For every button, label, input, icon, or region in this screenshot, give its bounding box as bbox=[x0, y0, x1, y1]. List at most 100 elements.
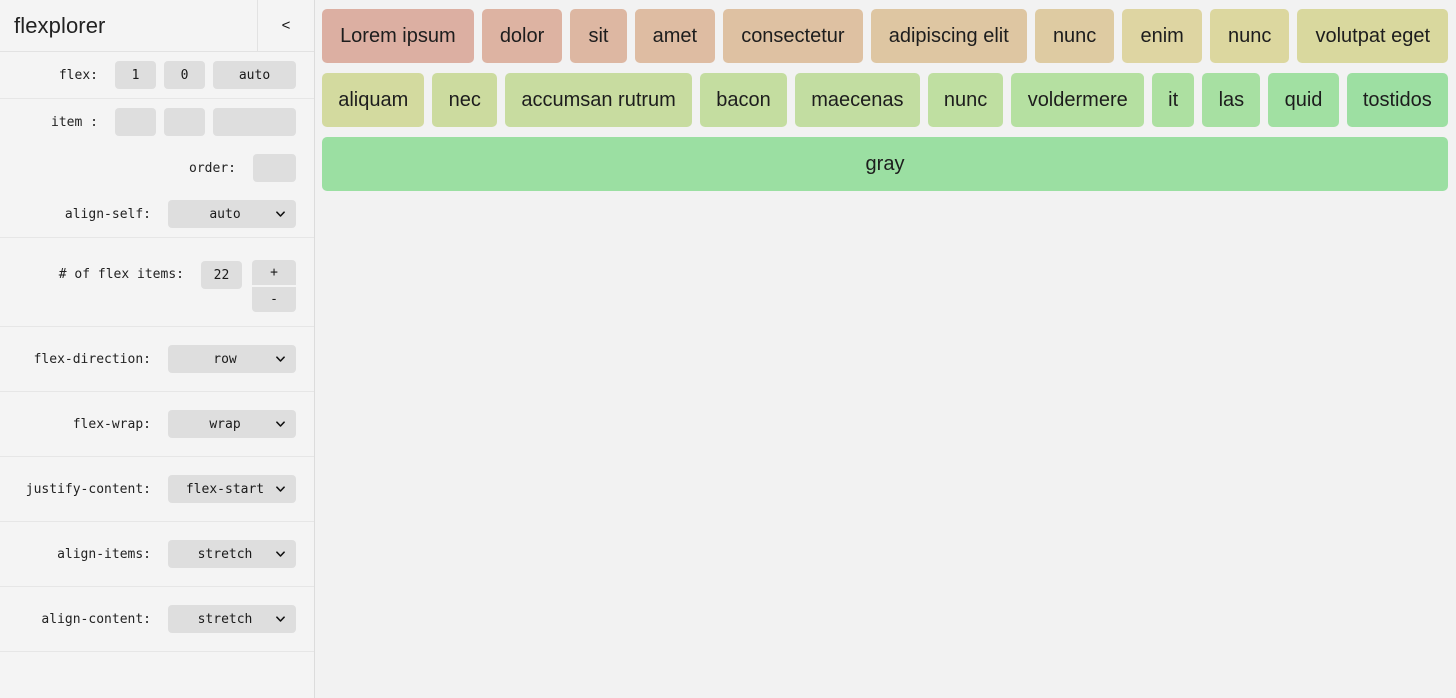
align-self-row: align-self: auto bbox=[0, 191, 314, 237]
flex-item[interactable]: maecenas bbox=[794, 73, 920, 127]
chevron-down-icon bbox=[276, 210, 285, 219]
flex-item-count-group: # of flex items: + - bbox=[0, 238, 314, 327]
flex-grow-input[interactable] bbox=[115, 61, 156, 89]
align-items-label: align-items: bbox=[57, 546, 151, 562]
flex-direction-select[interactable]: row bbox=[168, 345, 296, 373]
flex-item[interactable]: nec bbox=[432, 73, 498, 127]
flex-item[interactable]: adipiscing elit bbox=[870, 9, 1027, 63]
flex-item-label: adipiscing elit bbox=[888, 24, 1009, 47]
flex-item[interactable]: las bbox=[1202, 73, 1261, 127]
align-items-value: stretch bbox=[197, 546, 253, 562]
item-basis-input[interactable] bbox=[213, 108, 296, 136]
flex-item-count-row: # of flex items: + - bbox=[0, 238, 314, 326]
flex-item-label: quid bbox=[1284, 88, 1323, 111]
align-self-select[interactable]: auto bbox=[168, 200, 296, 228]
justify-content-select[interactable]: flex-start bbox=[168, 475, 296, 503]
chevron-down-icon bbox=[276, 485, 285, 494]
item-properties-group: item : order: align-self: auto bbox=[0, 99, 314, 238]
flex-item-label: nunc bbox=[1227, 24, 1272, 47]
flex-wrap-group: flex-wrap: wrap bbox=[0, 392, 314, 457]
flex-item-label: it bbox=[1168, 88, 1179, 111]
flex-item[interactable]: aliquam bbox=[322, 73, 425, 127]
flex-item[interactable]: gray bbox=[322, 137, 1448, 191]
align-items-group: align-items: stretch bbox=[0, 522, 314, 587]
page-title: flexplorer bbox=[14, 12, 106, 38]
chevron-down-icon bbox=[276, 550, 285, 559]
flex-item-label: Lorem ipsum bbox=[340, 24, 456, 47]
flex-shorthand-row: flex: bbox=[0, 52, 314, 98]
flex-item-label: voldermere bbox=[1027, 88, 1128, 111]
justify-content-group: justify-content: flex-start bbox=[0, 457, 314, 522]
flex-item[interactable]: it bbox=[1151, 73, 1195, 127]
decrement-button[interactable]: - bbox=[252, 287, 296, 312]
flex-wrap-row: flex-wrap: wrap bbox=[0, 392, 314, 456]
flex-direction-label: flex-direction: bbox=[33, 351, 151, 367]
item-shrink-input[interactable] bbox=[164, 108, 205, 136]
justify-content-label: justify-content: bbox=[25, 481, 151, 497]
flex-item[interactable]: enim bbox=[1122, 9, 1202, 63]
align-content-value: stretch bbox=[197, 611, 253, 627]
flex-item-label: nec bbox=[448, 88, 481, 111]
flex-label: flex: bbox=[58, 67, 98, 83]
item-label: item : bbox=[51, 114, 98, 130]
flex-direction-row: flex-direction: row bbox=[0, 327, 314, 391]
justify-content-value: flex-start bbox=[185, 481, 265, 497]
align-content-select[interactable]: stretch bbox=[168, 605, 296, 633]
sidebar-collapse-button[interactable]: < bbox=[257, 0, 314, 52]
align-content-label: align-content: bbox=[41, 611, 151, 627]
flex-item-count-stepper: + - bbox=[252, 260, 296, 312]
flex-item[interactable]: volutpat eget bbox=[1297, 9, 1449, 63]
control-sidebar: flexplorer < flex: item : order: bbox=[0, 0, 315, 698]
flex-item[interactable]: consectetur bbox=[723, 9, 863, 63]
flex-item[interactable]: accumsan rutrum bbox=[505, 73, 693, 127]
flex-item-label: volutpat eget bbox=[1315, 24, 1430, 47]
flex-item-count-input[interactable] bbox=[201, 261, 242, 289]
flex-preview-area: Lorem ipsum dolor sit amet consectetur adipis… bbox=[315, 0, 1456, 698]
chevron-down-icon bbox=[276, 615, 285, 624]
align-content-group: align-content: stretch bbox=[0, 587, 314, 652]
flex-item[interactable]: sit bbox=[570, 9, 627, 63]
flex-basis-input[interactable] bbox=[213, 61, 296, 89]
flex-item[interactable]: nunc bbox=[1034, 9, 1115, 63]
align-content-row: align-content: stretch bbox=[0, 587, 314, 651]
flex-item[interactable]: amet bbox=[634, 9, 716, 63]
flex-item[interactable]: bacon bbox=[700, 73, 787, 127]
flex-item-label: nunc bbox=[1052, 24, 1097, 47]
flex-shrink-input[interactable] bbox=[164, 61, 205, 89]
flex-item-label: dolor bbox=[499, 24, 545, 47]
flex-wrap-label: flex-wrap: bbox=[72, 416, 151, 432]
flex-item[interactable]: Lorem ipsum bbox=[322, 9, 474, 63]
align-self-label: align-self: bbox=[64, 206, 151, 222]
sidebar-header: flexplorer < bbox=[0, 0, 314, 52]
flex-item-label: nunc bbox=[943, 88, 988, 111]
order-label: order: bbox=[189, 160, 236, 176]
flex-item-label: las bbox=[1218, 88, 1245, 111]
align-items-select[interactable]: stretch bbox=[168, 540, 296, 568]
chevron-down-icon bbox=[276, 420, 285, 429]
flex-item-count-label: # of flex items: bbox=[58, 267, 184, 282]
chevron-down-icon bbox=[276, 355, 285, 364]
flex-item[interactable]: voldermere bbox=[1011, 73, 1144, 127]
flex-item[interactable]: tostidos bbox=[1346, 73, 1448, 127]
item-grow-input[interactable] bbox=[115, 108, 156, 136]
flex-item[interactable]: nunc bbox=[1209, 9, 1290, 63]
flex-item[interactable]: quid bbox=[1268, 73, 1339, 127]
flex-item-label: consectetur bbox=[741, 24, 845, 47]
flex-item[interactable]: nunc bbox=[927, 73, 1004, 127]
flex-item-label: sit bbox=[588, 24, 609, 47]
flex-item-label: amet bbox=[652, 24, 698, 47]
flex-container: Lorem ipsum dolor sit amet consectetur adipis… bbox=[322, 9, 1456, 199]
flex-direction-value: row bbox=[213, 351, 237, 367]
order-input[interactable] bbox=[253, 154, 296, 182]
item-row: item : bbox=[0, 99, 314, 145]
increment-button[interactable]: + bbox=[252, 260, 296, 285]
order-row: order: bbox=[0, 145, 314, 191]
flex-item[interactable]: dolor bbox=[481, 9, 563, 63]
flex-wrap-select[interactable]: wrap bbox=[168, 410, 296, 438]
flex-item-label: tostidos bbox=[1362, 88, 1432, 111]
chevron-left-icon: < bbox=[281, 17, 291, 34]
flex-item-label: aliquam bbox=[338, 88, 409, 111]
flex-item-label: bacon bbox=[716, 88, 771, 111]
align-self-value: auto bbox=[209, 206, 241, 222]
